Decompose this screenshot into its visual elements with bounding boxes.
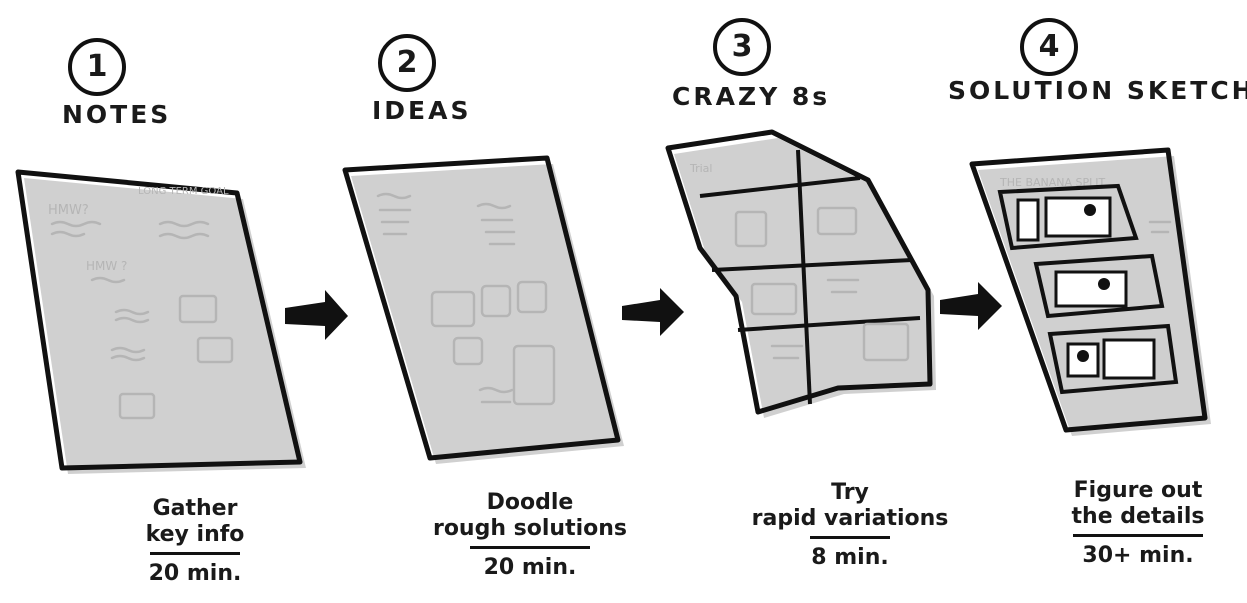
notes-goal-text: LONG TERM GOAL — [138, 186, 229, 197]
step-4-caption-line2: the details — [1071, 504, 1205, 529]
step-1-caption-line2: key info — [145, 522, 245, 547]
step-3-time: 8 min. — [811, 545, 889, 570]
step-4-title: SOLUTION SKETCH — [948, 76, 1247, 105]
step-1-caption: Gather key info 20 min. — [110, 496, 280, 587]
arrow-3 — [940, 282, 1002, 330]
step-3-caption-line1: Try — [831, 480, 869, 505]
notes-sheet: HMW? LONG TERM GOAL HMW ? — [15, 169, 306, 474]
step-2-number: 2 — [378, 34, 436, 92]
step-1-title: NOTES — [62, 100, 172, 129]
step-2-title: IDEAS — [372, 96, 472, 125]
notes-hmw2-text: HMW ? — [86, 259, 127, 273]
step-2-caption-line1: Doodle — [486, 490, 574, 515]
step-3-title: CRAZY 8s — [672, 82, 831, 111]
arrow-2 — [622, 288, 684, 336]
arrow-1 — [285, 290, 348, 340]
step-2-caption-line2: rough solutions — [432, 516, 628, 541]
step-1-caption-line1: Gather — [152, 496, 238, 521]
solution-title-text: THE BANANA SPLIT — [999, 176, 1106, 189]
step-1-number: 1 — [68, 38, 126, 96]
notes-hmw-text: HMW? — [48, 203, 89, 218]
step-4-caption: Figure out the details 30+ min. — [1048, 478, 1228, 569]
step-2-time: 20 min. — [483, 555, 577, 580]
step-2-caption: Doodle rough solutions 20 min. — [430, 490, 630, 581]
ideas-sheet — [342, 155, 624, 464]
step-4-number: 4 — [1020, 18, 1078, 76]
step-4-caption-line1: Figure out — [1073, 478, 1203, 503]
crazy8s-sheet: Trial — [665, 129, 936, 418]
step-3-number: 3 — [713, 18, 771, 76]
solution-sheet: THE BANANA SPLIT — [969, 147, 1211, 436]
step-1-time: 20 min. — [148, 561, 242, 586]
step-4-time: 30+ min. — [1082, 543, 1194, 568]
step-3-caption: Try rapid variations 8 min. — [745, 480, 955, 571]
crazy8s-trial-text: Trial — [689, 162, 712, 175]
step-3-caption-line2: rapid variations — [751, 506, 949, 531]
